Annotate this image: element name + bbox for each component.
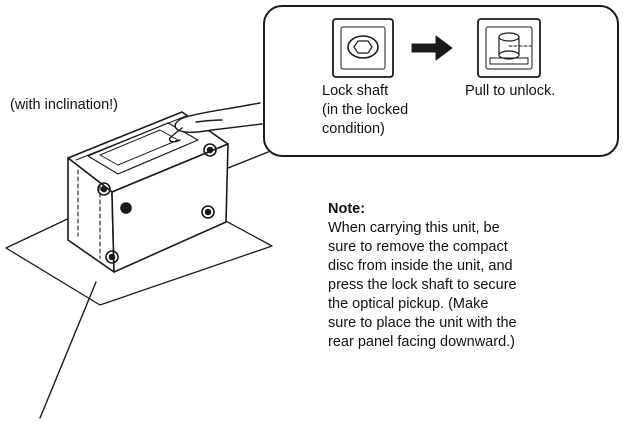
foot — [203, 143, 217, 157]
callout-box — [263, 5, 619, 157]
note-line: rear panel facing downward.) — [328, 334, 515, 350]
foot — [97, 182, 111, 196]
inclination-caption: (with inclination!) — [10, 97, 118, 113]
pull-to-unlock-label: Pull to unlock. — [465, 83, 556, 99]
unlocked-shaft-icon — [477, 18, 541, 78]
lock-shaft-sublabel: (in the locked — [322, 102, 409, 118]
note-line: disc from inside the unit, and — [328, 258, 513, 274]
right-arrow-icon — [411, 35, 453, 61]
note-line: sure to remove the compact — [328, 239, 508, 255]
lock-shaft-label: Lock shaft — [322, 83, 389, 99]
hand-icon — [168, 102, 263, 143]
note-title: Note: — [328, 201, 366, 217]
lock-shaft-hole — [120, 202, 132, 214]
foot — [105, 250, 119, 264]
note-line: the optical pickup. (Make — [328, 296, 489, 312]
unit-body — [67, 111, 229, 273]
note-line: press the lock shaft to secure — [328, 277, 517, 293]
leader-line — [39, 281, 97, 419]
note-line: sure to place the unit with the — [328, 315, 517, 331]
lock-shaft-sublabel: condition) — [322, 121, 385, 137]
note-line: When carrying this unit, be — [328, 220, 500, 236]
foot — [201, 205, 215, 219]
lock-shaft-icon — [332, 18, 394, 78]
